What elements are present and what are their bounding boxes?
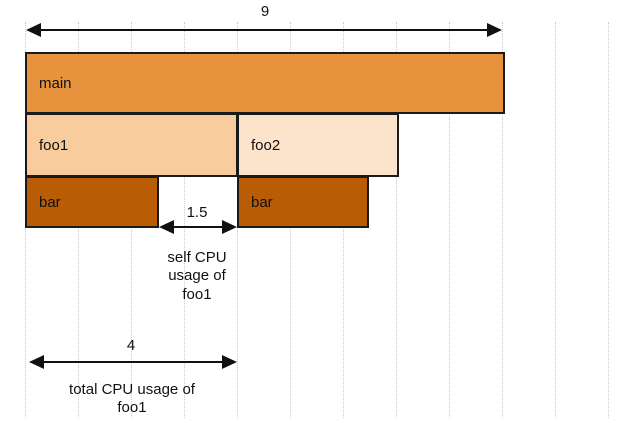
caption-total-cpu-usage-foo1: total CPU usage of foo1 (20, 381, 244, 418)
frame-label-foo1: foo1 (39, 136, 69, 154)
caption-self-cpu-usage-foo1: self CPU usage of foo1 (133, 249, 261, 304)
gridline (184, 22, 185, 418)
arrow-right-icon-total-foo1 (222, 355, 237, 369)
caption-line: usage of (168, 267, 226, 285)
frame-label-foo2: foo2 (251, 136, 281, 154)
caption-line: foo1 (182, 285, 212, 303)
arrow-left-icon-total-foo1 (29, 355, 44, 369)
gridline (555, 22, 556, 418)
measure-line-total-foo1 (33, 361, 233, 363)
frame-label-bar-2: bar (251, 193, 273, 211)
caption-line: foo1 (117, 399, 147, 417)
measure-line-self-foo1 (163, 226, 233, 228)
frame-bar-under-foo1[interactable]: bar (25, 176, 159, 228)
arrow-right-icon-total-main (487, 23, 502, 37)
arrow-left-icon-self-foo1 (159, 220, 174, 234)
frame-label-bar-1: bar (39, 193, 61, 211)
measure-value-total-foo1: 4 (126, 337, 136, 354)
caption-line: self CPU (167, 249, 227, 266)
frame-foo1[interactable]: foo1 (25, 113, 238, 177)
gridline (608, 22, 609, 418)
arrow-left-icon-total-main (26, 23, 41, 37)
caption-line: total CPU usage of (69, 381, 195, 398)
measure-value-total-main: 9 (260, 3, 270, 20)
gridline (396, 22, 397, 418)
gridline (502, 22, 503, 418)
measure-line-total-main (30, 29, 500, 31)
frame-label-main: main (39, 74, 72, 92)
measure-value-self-foo1: 1.5 (186, 204, 208, 221)
frame-foo2[interactable]: foo2 (237, 113, 399, 177)
frame-main[interactable]: main (25, 52, 505, 114)
frame-bar-under-foo2[interactable]: bar (237, 176, 369, 228)
gridline (449, 22, 450, 418)
arrow-right-icon-self-foo1 (222, 220, 237, 234)
